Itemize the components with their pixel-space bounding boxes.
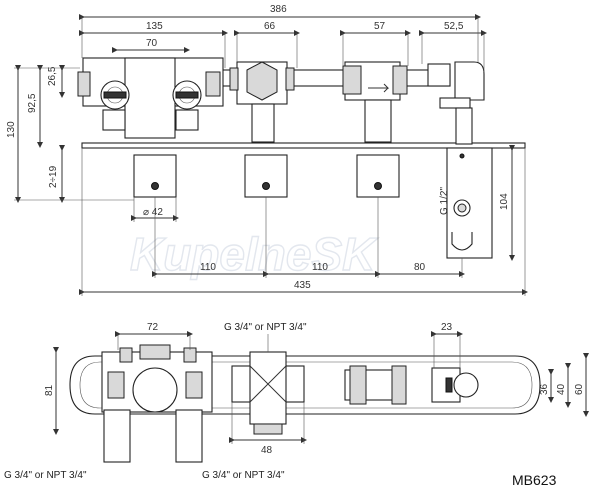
bottom-side-left (107, 371, 125, 399)
dim-135: 135 (146, 21, 163, 32)
handle-right-screw-icon (374, 182, 382, 190)
water-outlet-inner (457, 203, 467, 213)
bottom-top-inlet (139, 344, 171, 360)
stop-valve-nut-right (392, 65, 408, 95)
handle-middle-screw-icon (262, 182, 270, 190)
thread-label: G 1/2" (439, 187, 450, 215)
connection-bottom-left-label: G 3/4" or NPT 3/4" (4, 470, 87, 481)
diverter-ring-right (285, 67, 295, 91)
bottom-stop-nut-left (349, 365, 367, 405)
dim-70: 70 (146, 38, 158, 49)
outlet-elbow (454, 61, 485, 101)
handle-right (356, 154, 400, 198)
dim-435: 435 (294, 280, 311, 291)
cartridge-right (175, 109, 199, 131)
outlet-flange (439, 97, 471, 109)
left-connector (77, 71, 91, 97)
outlet-fitting (427, 63, 451, 87)
bottom-view: G 3/4" or NPT 3/4" G 3/4" or NPT 3/4" G … (4, 322, 589, 488)
knob-left-handle (103, 91, 127, 99)
cross-vertical (249, 351, 287, 425)
pipe-left-2 (175, 409, 203, 463)
thermostat-center (124, 57, 176, 139)
dim-72: 72 (147, 322, 159, 333)
bottom-outlet-nut (445, 377, 453, 393)
dim-52-5: 52,5 (444, 21, 464, 32)
bottom-side-right (185, 371, 203, 399)
right-connector (205, 71, 221, 97)
dim-92-5: 92,5 (27, 93, 38, 113)
connection-top-label: G 3/4" or NPT 3/4" (224, 322, 307, 333)
cross-lines-icon (249, 365, 287, 403)
connection-bottom-mid-label: G 3/4" or NPT 3/4" (202, 470, 285, 481)
handle-left (133, 154, 177, 198)
dim-57: 57 (374, 21, 386, 32)
dim-66: 66 (264, 21, 276, 32)
handle-left-screw-icon (151, 182, 159, 190)
diverter-spindle (251, 103, 275, 143)
bottom-plate-inner (79, 361, 533, 409)
dim-386: 386 (270, 4, 287, 15)
bottom-screw-right (183, 347, 197, 363)
model-code: MB623 (512, 472, 557, 488)
dim-130: 130 (6, 121, 17, 138)
dim-104: 104 (499, 193, 510, 210)
dim-80: 80 (414, 262, 426, 273)
dim-110-a: 110 (200, 262, 216, 273)
flow-arrow-icon (368, 83, 390, 93)
top-view: 386 135 66 57 52,5 70 26,5 92,5 130 2÷19 (6, 4, 528, 296)
dim-diameter-42: ⌀ 42 (143, 207, 163, 218)
dim-60: 60 (574, 383, 585, 395)
dim-81: 81 (44, 384, 55, 396)
dim-23: 23 (441, 322, 453, 333)
stop-valve-nut-left (342, 65, 362, 95)
outlet-plate-screw-icon (459, 153, 465, 159)
knob-right-handle (175, 91, 199, 99)
watermark-text: KupelneSK (130, 228, 378, 280)
outlet-stem (455, 107, 473, 145)
diverter-ring-left (229, 67, 239, 91)
dim-2-19: 2÷19 (48, 165, 59, 188)
cartridge-left (102, 109, 126, 131)
bottom-screw-left (119, 347, 133, 363)
stop-valve-spindle (364, 99, 392, 143)
bottom-outlet-round (453, 372, 479, 398)
bottom-stop-nut-right (391, 365, 407, 405)
cover-plate (81, 142, 526, 149)
dim-110-b: 110 (312, 262, 328, 273)
pipe-left-1 (103, 409, 131, 463)
hose-holder (451, 232, 473, 251)
dim-36: 36 (539, 383, 550, 395)
dim-40: 40 (556, 383, 567, 395)
cross-outlet (253, 423, 283, 435)
dim-48: 48 (261, 445, 273, 456)
diverter-hex-icon (246, 61, 278, 101)
dim-26-5: 26,5 (47, 66, 58, 86)
bottom-valve-round (132, 367, 178, 413)
handle-middle (244, 154, 288, 198)
